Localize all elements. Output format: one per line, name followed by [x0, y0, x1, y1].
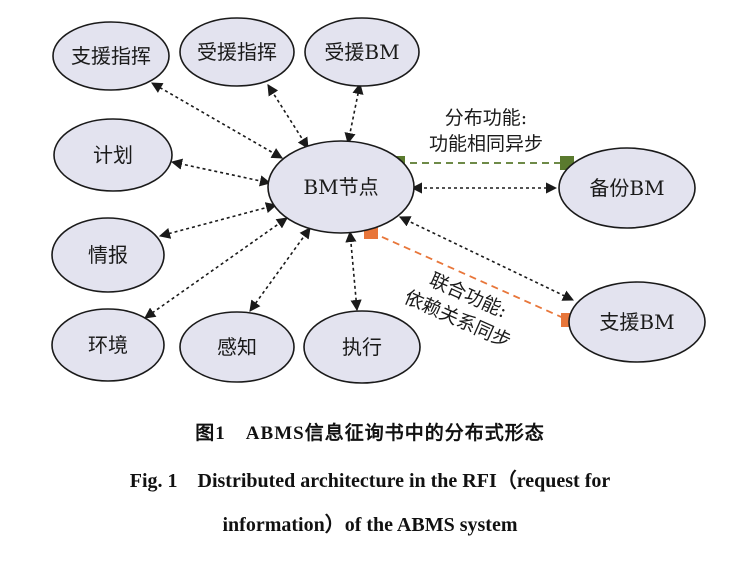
- arrow-to-zhiyuan-zhihui: [151, 82, 283, 159]
- label-shouyuan-bm: 受援BM: [324, 40, 399, 64]
- label-zhiyuan-zhihui: 支援指挥: [71, 44, 151, 68]
- node-shouyuan-zhihui: [179, 17, 295, 87]
- node-zhiyuan-zhihui: [52, 21, 170, 91]
- arrow-to-zhiyuan-bm: [398, 216, 575, 301]
- node-ganzhi: [179, 311, 295, 383]
- label-qingbao: 情报: [88, 243, 128, 267]
- arrow-to-huanjing: [144, 217, 288, 319]
- arrow-to-jihua: [170, 158, 272, 187]
- label-zhiyuan-bm: 支援BM: [599, 310, 674, 334]
- arrow-to-ganzhi: [249, 227, 311, 312]
- label-jihua: 计划: [93, 143, 133, 167]
- arrow-to-qingbao: [158, 202, 278, 239]
- connector-arrows: [144, 82, 575, 319]
- arrow-to-shouyuan-zhihui: [267, 84, 309, 149]
- node-huanjing: [51, 308, 165, 382]
- distributed-annotation-line1: 分布功能:: [445, 107, 527, 129]
- label-ganzhi: 感知: [217, 335, 257, 359]
- label-shouyuan-zhihui: 受援指挥: [197, 40, 277, 64]
- figure-caption-english-line2: information）of the ABMS system: [222, 514, 518, 536]
- label-beifen-bm: 备份BM: [589, 176, 664, 200]
- node-jihua: [53, 118, 173, 192]
- arrow-to-shouyuan-bm: [344, 82, 364, 145]
- node-zhiyuan-bm: [568, 281, 706, 363]
- figure-caption-chinese: 图1 ABMS信息征询书中的分布式形态: [195, 423, 545, 444]
- label-huanjing: 环境: [88, 333, 128, 357]
- architecture-diagram: 支援指挥 受援指挥 受援BM 计划 情报 环境 感知 执行 BM节点 备份BM …: [51, 17, 706, 384]
- figure-caption-english-line1: Fig. 1 Distributed architecture in the R…: [129, 470, 611, 492]
- distributed-annotation-line2: 功能相同异步: [429, 133, 543, 155]
- node-qingbao: [51, 217, 165, 293]
- node-shouyuan-bm: [304, 17, 420, 87]
- label-zhixing: 执行: [342, 335, 382, 359]
- node-zhixing: [303, 310, 421, 384]
- label-center: BM节点: [303, 175, 378, 199]
- node-beifen-bm: [558, 147, 696, 229]
- node-center: [267, 140, 415, 234]
- arrow-to-zhixing: [345, 230, 362, 312]
